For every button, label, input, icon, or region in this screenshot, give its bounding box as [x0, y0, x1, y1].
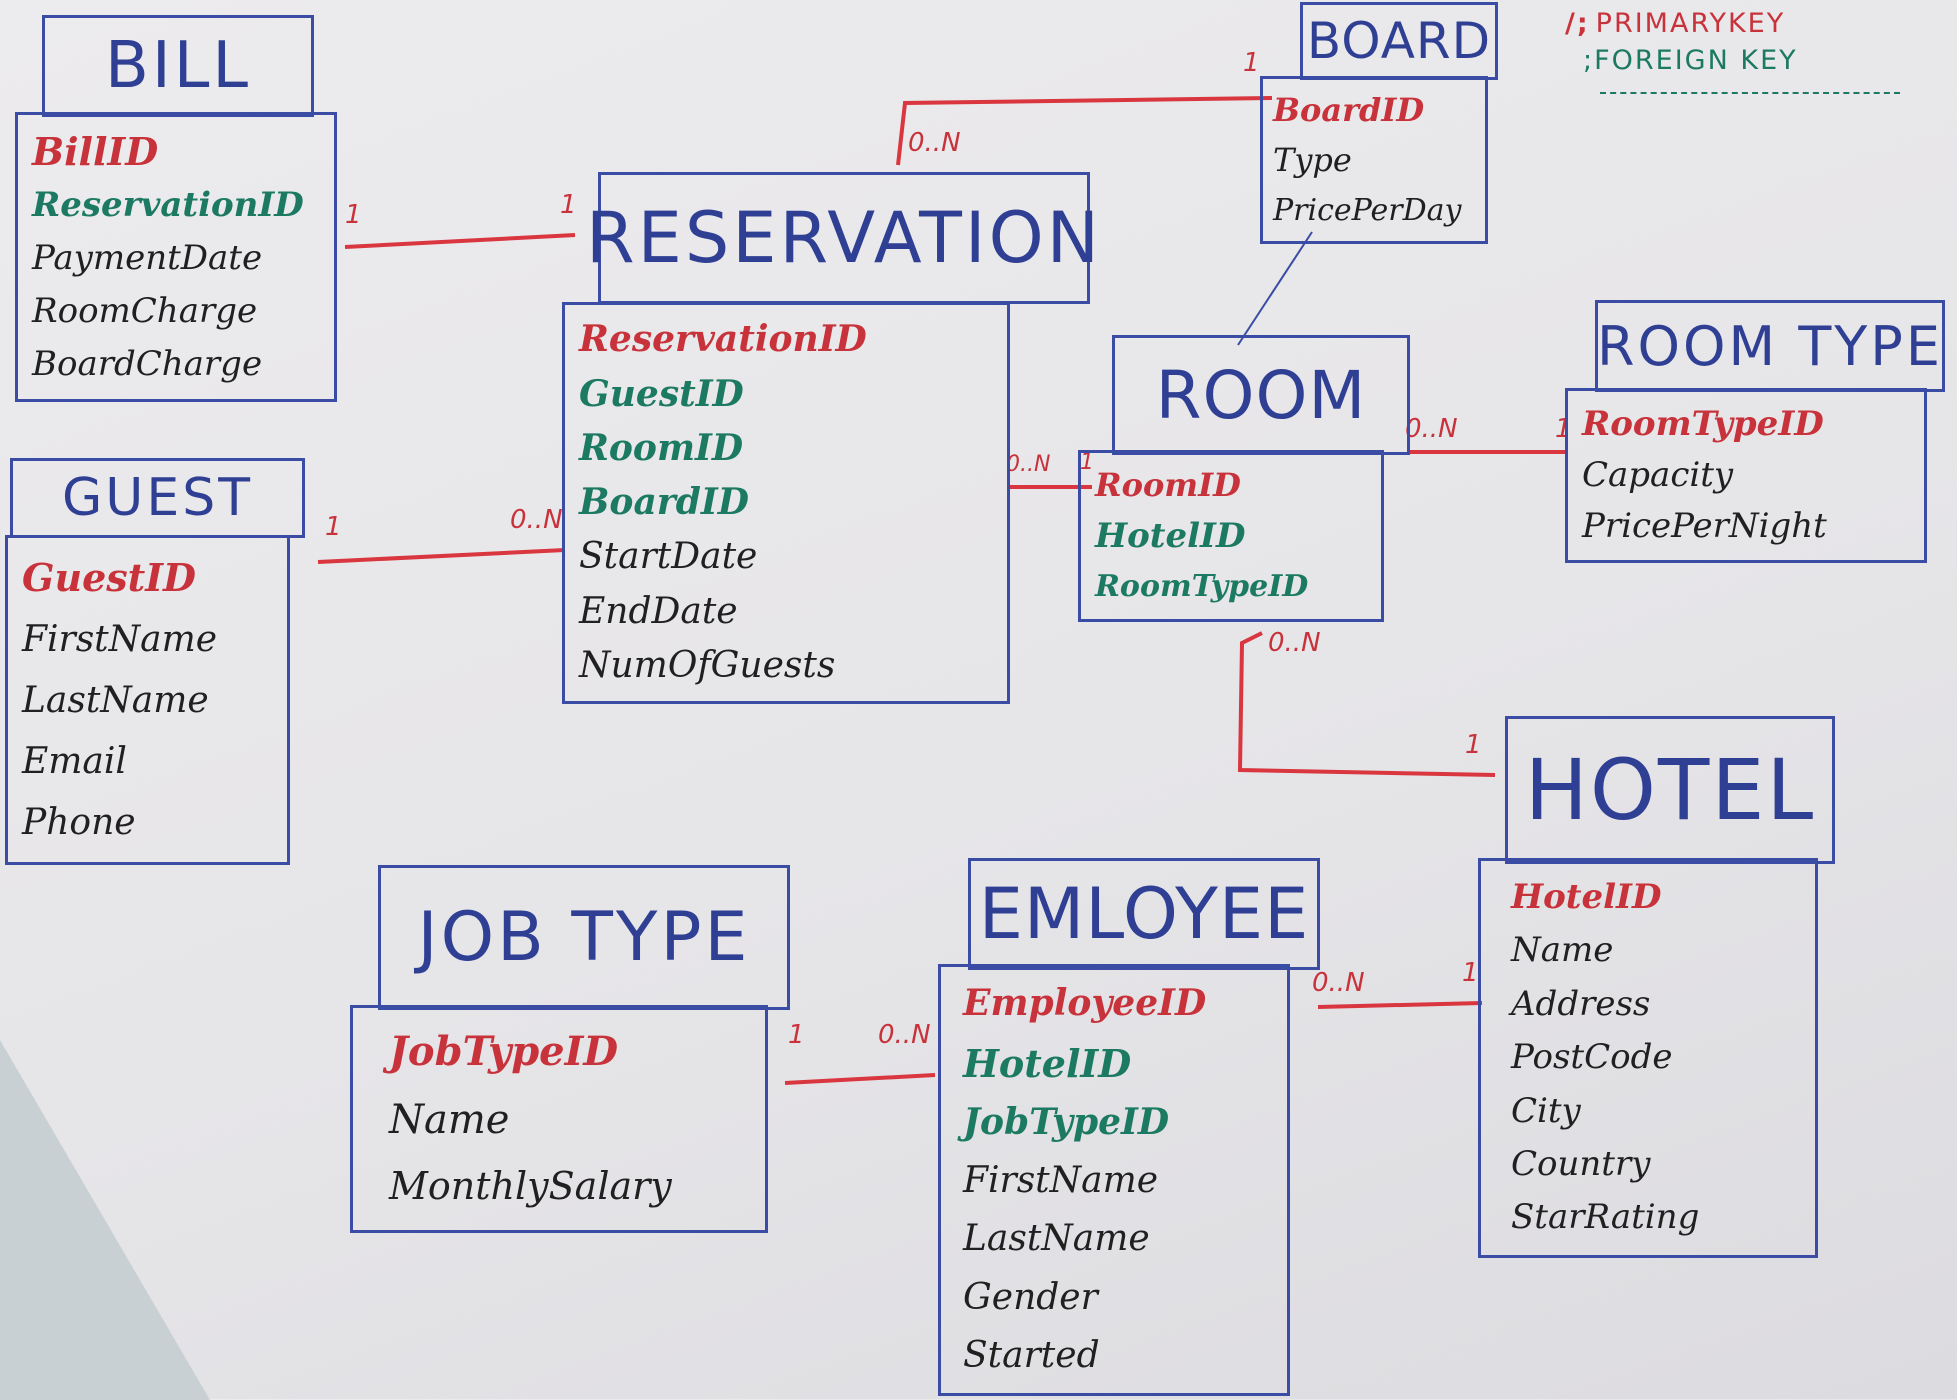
- room-board-connector: [1237, 231, 1313, 346]
- attr-roomtype-roomtypeid: RoomTypeID: [1582, 403, 1824, 444]
- legend-separator: /;: [1565, 8, 1590, 39]
- entity-title-employee: EMLOYEE: [968, 858, 1320, 970]
- attr-guest-firstname: FirstName: [22, 618, 218, 660]
- entity-body-guest: GuestID FirstName LastName Email Phone: [5, 535, 290, 865]
- attr-employee-employeeid: EmployeeID: [963, 982, 1207, 1025]
- attr-bill-paymentdate: PaymentDate: [32, 238, 263, 279]
- attr-board-boardid: BoardID: [1273, 90, 1425, 129]
- attr-bill-roomcharge: RoomCharge: [32, 290, 258, 331]
- attr-hotel-postcode: PostCode: [1511, 1037, 1673, 1078]
- entity-body-room-type: RoomTypeID Capacity PricePerNight: [1565, 388, 1927, 563]
- attr-employee-jobtypeid: JobTypeID: [963, 1100, 1170, 1143]
- rel-line-bill-reservation: [344, 233, 576, 249]
- attr-guest-lastname: LastName: [22, 680, 209, 722]
- card-room-1-reservation: 1: [1080, 450, 1094, 475]
- entity-title-reservation: RESERVATION: [586, 172, 1099, 304]
- card-hotel-1-employee: 1: [1462, 958, 1479, 988]
- attr-hotel-hotelid: HotelID: [1511, 876, 1662, 917]
- attr-guest-guestid: GuestID: [22, 554, 196, 600]
- attr-jobtype-jobtypeid: JobTypeID: [389, 1028, 619, 1076]
- attr-guest-email: Email: [22, 741, 127, 783]
- attr-employee-started: Started: [963, 1334, 1100, 1376]
- attr-board-priceperday: PricePerDay: [1273, 192, 1462, 228]
- entity-title-room-type: ROOM TYPE: [1595, 300, 1945, 392]
- attr-bill-boardcharge: BoardCharge: [32, 343, 263, 384]
- card-reservation-0n-room: 0..N: [1006, 452, 1051, 477]
- attr-reservation-guestid: GuestID: [579, 372, 744, 415]
- attr-room-roomtypeid: RoomTypeID: [1095, 569, 1309, 605]
- entity-body-hotel: HotelID Name Address PostCode City Count…: [1478, 858, 1818, 1258]
- entity-title-room: ROOM: [1112, 335, 1410, 455]
- entity-body-job-type: JobTypeID Name MonthlySalary: [350, 1005, 768, 1233]
- attr-hotel-address: Address: [1511, 983, 1651, 1024]
- attr-room-hotelid: HotelID: [1095, 516, 1246, 557]
- rel-line-board-reservation: [896, 96, 1273, 166]
- card-reservation-0n-guest: 0..N: [510, 505, 563, 535]
- rel-line-room-hotel: [1237, 631, 1496, 777]
- rel-line-guest-reservation: [317, 548, 566, 564]
- card-guest-1: 1: [325, 512, 342, 542]
- attr-reservation-reservationid: ReservationID: [579, 318, 867, 361]
- card-jobtype-1: 1: [788, 1020, 805, 1050]
- card-reservation-0n-board: 0..N: [908, 128, 961, 158]
- attr-roomtype-pricepernight: PricePerNight: [1582, 505, 1827, 546]
- attr-jobtype-name: Name: [389, 1097, 510, 1144]
- attr-bill-reservationid: ReservationID: [32, 185, 304, 226]
- entity-title-guest: GUEST: [10, 458, 305, 538]
- entity-body-board: BoardID Type PricePerDay: [1260, 76, 1488, 244]
- attr-room-roomid: RoomID: [1095, 466, 1241, 505]
- card-bill-1: 1: [345, 200, 362, 230]
- attr-reservation-boardid: BoardID: [579, 481, 749, 524]
- paper-corner-shadow: [0, 1040, 210, 1400]
- attr-roomtype-capacity: Capacity: [1582, 454, 1734, 495]
- card-employee-0n-hotel: 0..N: [1312, 968, 1365, 998]
- card-room-0n-roomtype: 0..N: [1405, 414, 1458, 444]
- attr-reservation-enddate: EndDate: [579, 590, 738, 632]
- attr-hotel-starrating: StarRating: [1511, 1197, 1700, 1238]
- attr-employee-firstname: FirstName: [963, 1160, 1159, 1202]
- attr-hotel-country: Country: [1511, 1143, 1651, 1184]
- legend-primary-key: /;PRIMARYKEY: [1565, 8, 1905, 39]
- attr-hotel-name: Name: [1511, 930, 1614, 971]
- attr-bill-billid: BillID: [32, 128, 159, 174]
- legend: /;PRIMARYKEY ;FOREIGN KEY: [1565, 8, 1905, 94]
- legend-foreign-key-label: FOREIGN KEY: [1594, 45, 1798, 76]
- legend-primary-key-label: PRIMARYKEY: [1595, 8, 1786, 39]
- entity-title-bill: BILL: [42, 15, 314, 117]
- attr-reservation-roomid: RoomID: [579, 426, 744, 469]
- attr-guest-phone: Phone: [22, 802, 136, 844]
- card-employee-0n-jobtype: 0..N: [878, 1020, 931, 1050]
- attr-employee-hotelid: HotelID: [963, 1040, 1132, 1086]
- entity-body-reservation: ReservationID GuestID RoomID BoardID Sta…: [562, 302, 1010, 704]
- legend-foreign-key: ;FOREIGN KEY: [1583, 45, 1905, 76]
- entity-body-bill: BillID ReservationID PaymentDate RoomCha…: [15, 112, 337, 402]
- attr-reservation-numofguests: NumOfGuests: [579, 644, 836, 686]
- attr-hotel-city: City: [1511, 1090, 1581, 1131]
- entity-body-room: RoomID HotelID RoomTypeID: [1078, 450, 1384, 622]
- attr-employee-gender: Gender: [963, 1276, 1098, 1318]
- attr-employee-lastname: LastName: [963, 1218, 1150, 1260]
- entity-title-board: BOARD: [1300, 2, 1498, 80]
- card-reservation-1-bill: 1: [560, 190, 577, 220]
- attr-board-type: Type: [1273, 141, 1352, 180]
- legend-separator-fk: ;: [1583, 45, 1595, 76]
- attr-jobtype-monthlysalary: MonthlySalary: [389, 1164, 672, 1209]
- legend-divider: [1600, 92, 1900, 94]
- rel-line-employee-hotel: [1317, 1001, 1483, 1009]
- card-board-1: 1: [1243, 48, 1260, 78]
- entity-title-job-type: JOB TYPE: [378, 865, 790, 1010]
- card-room-0n-hotel: 0..N: [1268, 628, 1321, 658]
- rel-line-jobtype-employee: [784, 1073, 936, 1085]
- attr-reservation-startdate: StartDate: [579, 536, 758, 578]
- entity-body-employee: EmployeeID HotelID JobTypeID FirstName L…: [938, 964, 1290, 1396]
- card-hotel-1-room: 1: [1465, 730, 1482, 760]
- entity-title-hotel: HOTEL: [1505, 716, 1835, 864]
